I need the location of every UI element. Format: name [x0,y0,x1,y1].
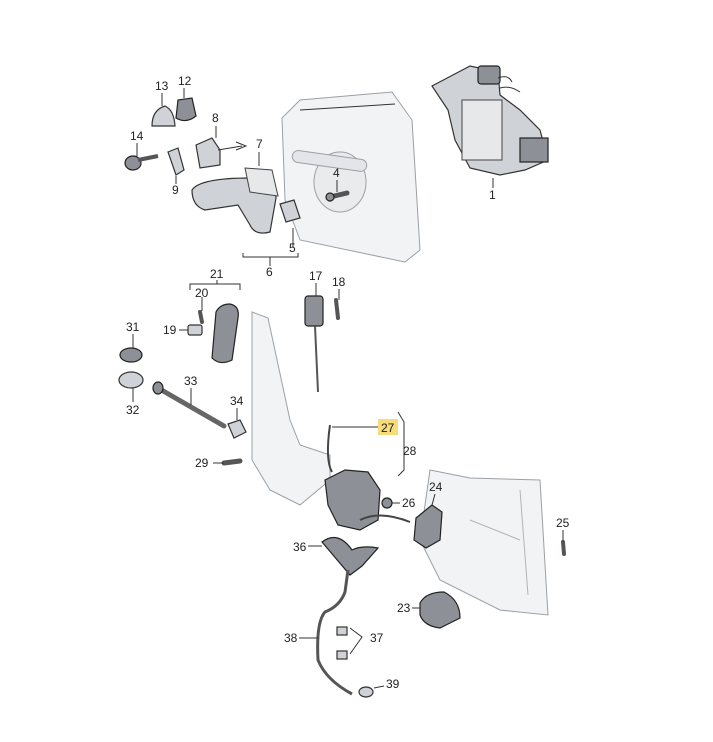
part-1-lock-assembly [431,65,549,176]
callout-20: 20 [195,286,209,300]
callout-23: 23 [397,601,411,615]
callout-29: 29 [195,456,209,470]
part-36-lever [321,536,380,576]
door-outer-panel [281,91,421,263]
callout-39: 39 [386,677,400,691]
part-5-cap [279,199,301,223]
part-39-end-cap [358,686,374,698]
callout-38: 38 [284,631,298,645]
part-37-clips [336,626,348,660]
callout-36: 36 [293,540,307,554]
callout-26: 26 [402,496,416,510]
callout-18: 18 [332,275,346,289]
part-17-switch-rod [304,295,324,393]
callout-33: 33 [184,374,198,388]
callout-1: 1 [489,188,496,202]
callout-4: 4 [333,166,340,180]
part-32-grommet [118,371,144,389]
callout-32: 32 [126,403,140,417]
callout-28: 28 [403,444,417,458]
part-20-screw [198,310,204,324]
part-9-bracket [167,147,185,176]
callout-13: 13 [155,79,169,93]
part-23-striker-plate [419,591,461,629]
leader-lines [132,88,564,689]
part-34-clip [227,419,247,439]
callout-6: 6 [266,265,273,279]
callout-19: 19 [163,323,177,337]
part-13-cap [151,105,176,127]
part-31-grommet [119,347,143,363]
door-lock-actuator [324,424,411,531]
part-29-screw [221,458,243,466]
callout-14: 14 [130,129,144,143]
part-26-nut [381,497,393,509]
callout-5: 5 [289,241,296,255]
callout-24: 24 [429,480,443,494]
part-8-lock-cylinder-key [195,137,248,169]
callout-27-highlight [378,419,398,435]
callout-9: 9 [172,183,179,197]
callout-12: 12 [178,74,192,88]
part-18-screw [334,298,340,320]
part-33-rod [152,381,227,429]
part-25-screw [561,540,566,556]
callout-21: 21 [210,267,224,281]
callout-27: 27 [381,421,395,435]
part-14-lock-cylinder [124,154,159,171]
callout-8: 8 [212,111,219,125]
part-38-cable [316,569,353,696]
part-12-cap [175,97,197,122]
callout-17: 17 [309,269,323,283]
door-inner-panel [251,311,549,616]
callout-25: 25 [556,516,570,530]
part-7-gasket [244,167,279,197]
callout-34: 34 [230,394,244,408]
part-4-screw [325,190,350,202]
part-21-inner-handle [211,303,239,364]
part-19-clip [187,324,203,336]
callout-37: 37 [370,631,384,645]
callout-7: 7 [256,137,263,151]
part-24-striker [413,504,443,549]
callout-31: 31 [126,320,140,334]
